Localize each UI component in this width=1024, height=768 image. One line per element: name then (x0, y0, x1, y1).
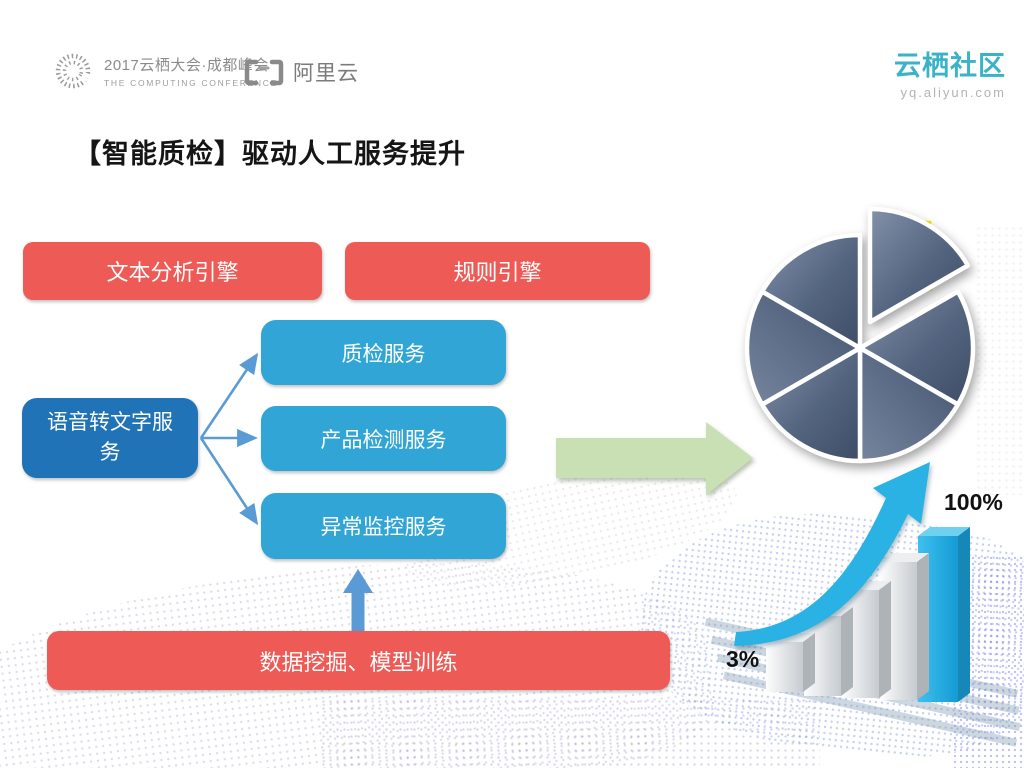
box-anomaly-monitoring-service: 异常监控服务 (261, 493, 506, 559)
community-name: 云栖社区 (894, 51, 1006, 81)
conference-logo-text: 2017云栖大会·成都峰会 THE COMPUTING CONFERENCE (104, 54, 278, 88)
swoosh-arrow (734, 462, 930, 646)
label-100-percent: 100% (944, 489, 1003, 515)
conference-logo: 2017云栖大会·成都峰会 THE COMPUTING CONFERENCE (52, 50, 278, 92)
alicloud-logo: 阿里云 (243, 57, 359, 87)
page-title: 【智能质检】驱动人工服务提升 (74, 139, 466, 169)
community-branding: 云栖社区 yq.aliyun.com (894, 44, 1006, 100)
pie-chart-graphic (744, 206, 976, 464)
box-product-detection-service: 产品检测服务 (261, 406, 506, 471)
conference-subtitle: THE COMPUTING CONFERENCE (104, 78, 278, 88)
box-text-analysis-engine: 文本分析引擎 (23, 242, 322, 300)
alicloud-bracket-icon (244, 59, 284, 85)
growth-bar-chart (704, 462, 1021, 747)
box-speech-to-text: 语音转文字服务 (22, 398, 198, 478)
box-rule-engine: 规则引擎 (345, 242, 650, 300)
up-arrow (343, 569, 373, 633)
fanout-arrows (199, 352, 259, 526)
community-url: yq.aliyun.com (900, 85, 1006, 100)
insight-pie-chart: 目前仅用于人工抽检 营销机会 竞争情报 需求热点 关注焦点 产品反馈 (728, 181, 1024, 486)
conference-logo-icon (55, 53, 92, 89)
green-right-arrow (556, 422, 753, 495)
bar-gray-1 (766, 633, 815, 692)
conference-title: 2017云栖大会·成都峰会 (104, 57, 269, 74)
box-quality-inspection-service: 质检服务 (261, 320, 506, 385)
label-3-percent: 3% (726, 646, 760, 672)
box-data-mining-training: 数据挖掘、模型训练 (47, 631, 670, 690)
alicloud-label: 阿里云 (293, 62, 359, 85)
